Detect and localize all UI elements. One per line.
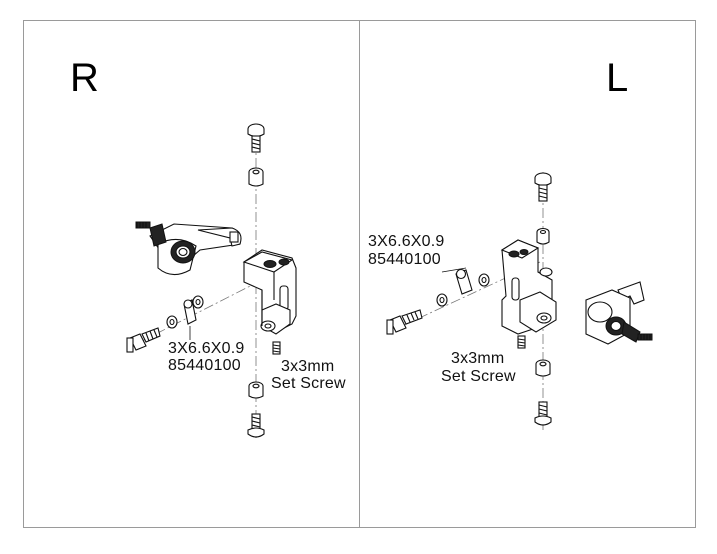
left-top-screw [534,172,552,202]
right-panel-letter: R [70,56,99,100]
right-set-screw-label: Set Screw [271,375,346,392]
left-spacer [455,268,473,295]
right-bottom-bushing [248,381,264,399]
left-washer-outer [478,273,490,287]
left-spacer-leader [441,267,467,273]
left-washer-inner [436,293,448,307]
right-set-screw [272,341,281,355]
left-spacer-size-label: 3X6.6X0.9 [368,233,445,250]
right-top-bushing [248,167,264,187]
right-steering-block [242,249,297,335]
right-set-screw-size-label: 3x3mm [281,358,335,375]
right-washer-inner [166,315,178,329]
right-spacer-part-label: 85440100 [168,357,241,374]
left-steering-block [500,239,557,335]
left-set-screw [517,335,526,349]
left-panel-letter: L [606,56,629,100]
right-top-screw [247,123,265,153]
right-assembly [126,123,297,440]
right-hinge-axis [139,279,263,343]
left-set-screw-size-label: 3x3mm [451,350,505,367]
left-spacer-part-label: 85440100 [368,251,441,268]
right-spacer-size-label: 3X6.6X0.9 [168,340,245,357]
right-side-screw [126,327,161,353]
left-assembly [386,172,653,430]
right-bottom-screw [247,413,265,438]
right-washer-outer [192,295,204,309]
panel-divider [359,20,360,528]
right-spacer [183,299,197,325]
left-side-screw [386,309,423,335]
left-top-bushing [536,227,550,245]
right-steering-arm [135,221,242,276]
left-bottom-screw [534,401,552,426]
left-steering-arm [585,281,653,345]
left-set-screw-label: Set Screw [441,368,516,385]
left-bottom-bushing [535,359,551,377]
